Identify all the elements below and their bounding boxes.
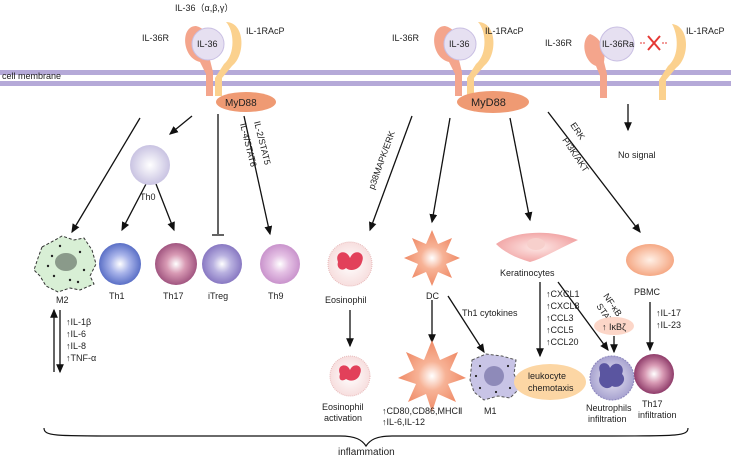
receptor-il36r-3: IL-36R	[545, 38, 573, 48]
inflammation-label: inflammation	[338, 447, 395, 456]
m2-cyt-1: ↑IL-6	[66, 329, 86, 339]
cell-eosinophil-activation: Eosinophil activation	[322, 355, 371, 423]
chemokine-3: ↑CCL5	[546, 325, 574, 335]
coreceptor-2: IL-1RAcP	[485, 26, 524, 36]
arrows-group-2	[369, 111, 641, 234]
th0-label: Th0	[140, 192, 156, 202]
leukocyte-line1: leukocyte	[528, 371, 566, 381]
chemokine-1: ↑CXCL8	[546, 301, 580, 311]
eosinophil-label: Eosinophil	[325, 295, 367, 305]
eos-act-line1: Eosinophil	[322, 402, 364, 412]
leukocyte-line2: chemotaxis	[528, 383, 574, 393]
receptor-complex-2: IL-36 IL-36R IL-1RAcP MyD88	[392, 22, 529, 113]
m2-cyt-3: ↑TNF-α	[66, 353, 96, 363]
ligand-family-label: IL-36（α,β,γ）	[175, 3, 233, 13]
cell-m1: M1	[469, 353, 521, 416]
m2-cyt-2: ↑IL-8	[66, 341, 86, 351]
cell-itreg: iTreg	[202, 244, 242, 301]
pbmc-label: PBMC	[634, 287, 661, 297]
th17-label: Th17	[163, 291, 184, 301]
dc-label: DC	[426, 291, 439, 301]
myd88-1-label: MyD88	[225, 98, 257, 109]
membrane-bottom	[0, 81, 731, 86]
cell-eosinophil: Eosinophil	[325, 241, 373, 348]
membrane-top	[0, 70, 731, 75]
ligand-il36-2: IL-36	[449, 39, 470, 49]
receptor-il36r-1: IL-36R	[142, 33, 170, 43]
receptor-complex-3: IL-36Ra IL-36R IL-1RAcP No signal	[545, 24, 725, 160]
cell-th1: Th1	[99, 243, 141, 301]
cell-m2: M2	[33, 235, 97, 305]
th17-inf-line2: infiltration	[638, 410, 677, 420]
pathway-p38: p38MAPK/ERK	[366, 129, 396, 190]
receptor-complex-1: IL-36 IL-36（α,β,γ） IL-36R IL-1RAcP MyD88	[142, 3, 285, 112]
receptor-il36r-2: IL-36R	[392, 33, 420, 43]
th1-cytokines-label: Th1 cytokines	[462, 308, 518, 318]
pathway-pi3k: PI3K/AKT	[560, 136, 591, 175]
cell-th17: Th17	[155, 243, 197, 301]
arrows-group-1	[71, 114, 273, 236]
pbmc-cyt-1: ↑IL-23	[656, 320, 681, 330]
chemokine-4: ↑CCL20	[546, 337, 579, 347]
th9-label: Th9	[268, 291, 284, 301]
ligand-il36ra: IL-36Ra	[602, 39, 634, 49]
leukocyte-chemotaxis: leukocyte chemotaxis	[514, 364, 586, 400]
m2-cytokines: ↑IL-1β ↑IL-6 ↑IL-8 ↑TNF-α	[50, 308, 96, 374]
membrane-label: cell membrane	[2, 71, 61, 81]
coreceptor-1: IL-1RAcP	[246, 26, 285, 36]
neutrophils-line1: Neutrophils	[586, 403, 632, 413]
pbmc-cyt-0: ↑IL-17	[656, 308, 681, 318]
cell-th9: Th9	[260, 244, 300, 301]
cell-pbmc: PBMC ↑IL-17 ↑IL-23	[626, 244, 681, 352]
eos-act-line2: activation	[324, 413, 362, 423]
cell-dc-mature: ↑CD80,CD86,MHCⅡ ↑IL-6,IL-12	[382, 340, 466, 427]
chemokine-0: ↑CXCL1	[546, 289, 580, 299]
m1-label: M1	[484, 406, 497, 416]
neutrophils-line2: infiltration	[588, 414, 627, 424]
m2-label: M2	[56, 295, 69, 305]
m2-cyt-0: ↑IL-1β	[66, 317, 91, 327]
chemokine-2: ↑CCL3	[546, 313, 574, 323]
inflammation-brace	[43, 427, 689, 448]
dc-marker-0: ↑CD80,CD86,MHCⅡ	[382, 406, 462, 416]
myd88-1-shape	[216, 92, 276, 112]
no-signal-label: No signal	[618, 150, 656, 160]
keratinocytes-label: Keratinocytes	[500, 268, 555, 278]
myd88-2-label: MyD88	[471, 97, 506, 109]
ikbz-badge: ↑ IκBζ	[594, 317, 634, 354]
ligand-il36-1: IL-36	[197, 39, 218, 49]
dc-marker-1: ↑IL-6,IL-12	[382, 417, 425, 427]
cell-keratinocytes: Keratinocytes	[496, 232, 609, 358]
itreg-label: iTreg	[208, 291, 228, 301]
cell-dc: DC Th1 cytokines	[404, 230, 518, 354]
coreceptor-3: IL-1RAcP	[686, 26, 725, 36]
chemokines: ↑CXCL1 ↑CXCL8 ↑CCL3 ↑CCL5 ↑CCL20	[546, 289, 580, 347]
th17-inf-line1: Th17	[642, 399, 663, 409]
blocked-cross-icon	[640, 35, 668, 51]
ikbz-label: ↑ IκBζ	[602, 322, 626, 332]
cell-th17-infiltration: Th17 infiltration	[634, 354, 677, 420]
myd88-2-shape	[457, 91, 529, 113]
cell-th0: Th0	[130, 145, 170, 202]
th1-label: Th1	[109, 291, 125, 301]
cell-neutrophils: Neutrophils infiltration	[586, 355, 635, 424]
